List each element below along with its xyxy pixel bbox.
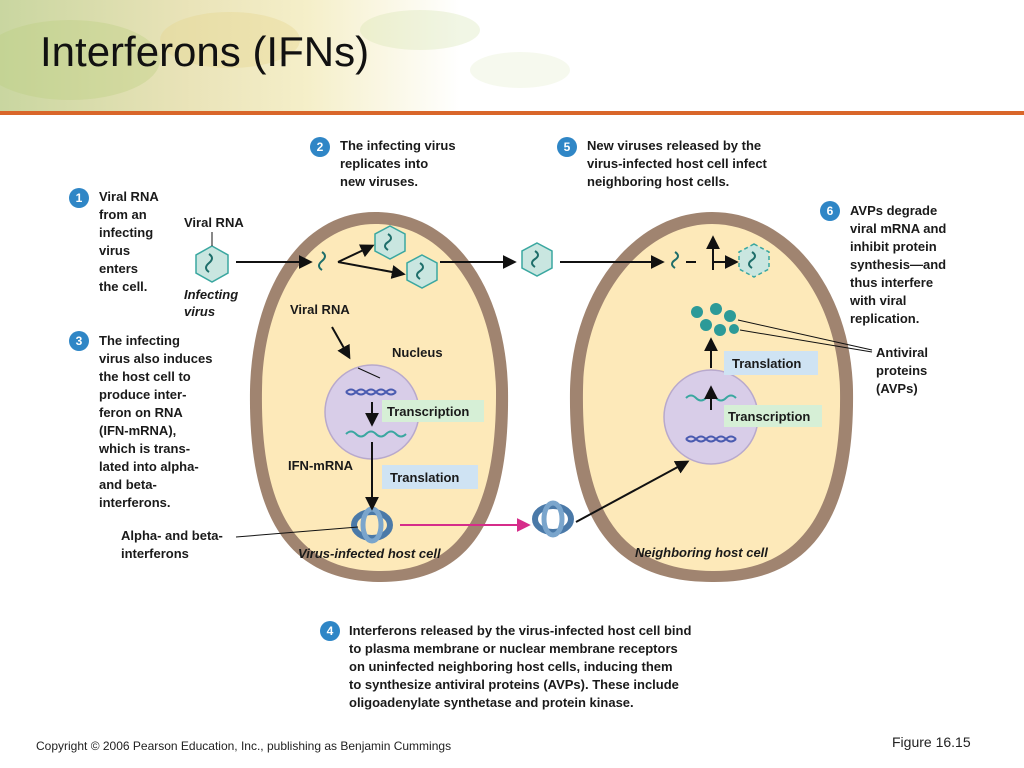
- svg-text:which is trans-: which is trans-: [98, 441, 190, 456]
- svg-text:to plasma membrane or nuclear: to plasma membrane or nuclear membrane r…: [349, 641, 678, 656]
- step-3-text: The infecting virus also induces the hos…: [98, 333, 212, 510]
- svg-text:interferons.: interferons.: [99, 495, 171, 510]
- svg-text:enters: enters: [99, 261, 138, 276]
- svg-text:New viruses released by the: New viruses released by the: [587, 138, 761, 153]
- svg-text:to synthesize antiviral protei: to synthesize antiviral proteins (AVPs).…: [349, 677, 679, 692]
- blocked-virus-icon: [738, 243, 770, 278]
- svg-text:5: 5: [564, 140, 571, 154]
- avp-dots-icon: [691, 303, 739, 336]
- svg-text:new viruses.: new viruses.: [340, 174, 418, 189]
- svg-text:The infecting: The infecting: [99, 333, 180, 348]
- interferon-diagram: 1 2 3 4 5 6 Viral RNA from an infecting …: [69, 137, 946, 710]
- avps-label-1: Antiviral: [876, 345, 928, 360]
- dna-right-icon: [685, 435, 737, 443]
- svg-text:with viral: with viral: [849, 293, 906, 308]
- svg-text:The infecting virus: The infecting virus: [340, 138, 456, 153]
- svg-text:and beta-: and beta-: [99, 477, 157, 492]
- translation-left-label: Translation: [390, 470, 459, 485]
- released-virus-icon: [521, 242, 553, 277]
- step-badge-4: 4: [320, 621, 340, 641]
- svg-text:from an: from an: [99, 207, 147, 222]
- viral-rna-cell-icon: [318, 251, 326, 271]
- step-2-text: The infecting virus replicates into new …: [340, 138, 456, 189]
- svg-text:the host cell to: the host cell to: [99, 369, 191, 384]
- step-badge-6: 6: [820, 201, 840, 221]
- infecting-virus-icon: [195, 245, 229, 283]
- svg-text:replication.: replication.: [850, 311, 919, 326]
- translation-right-label: Translation: [732, 356, 801, 371]
- step-badge-2: 2: [310, 137, 330, 157]
- header-texture: [0, 10, 570, 100]
- viral-rna-top-label: Viral RNA: [184, 215, 244, 230]
- svg-text:thus interfere: thus interfere: [850, 275, 933, 290]
- step-badge-5: 5: [557, 137, 577, 157]
- translation-right-box: [724, 351, 818, 375]
- alpha-beta-label-2: interferons: [121, 546, 189, 561]
- infected-cell-label: Virus-infected host cell: [298, 546, 441, 561]
- svg-text:oligoadenylate synthetase and: oligoadenylate synthetase and protein ki…: [349, 695, 634, 710]
- transcription-left-label: Transcription: [387, 404, 469, 419]
- step-1-text: Viral RNA from an infecting virus enters…: [99, 189, 159, 294]
- svg-text:6: 6: [827, 204, 834, 218]
- header-background: [0, 0, 1024, 112]
- svg-text:virus also induces: virus also induces: [99, 351, 212, 366]
- dna-left-icon: [345, 388, 397, 396]
- svg-text:replicates into: replicates into: [340, 156, 428, 171]
- figure-number: Figure 16.15: [892, 734, 971, 750]
- svg-text:infecting: infecting: [99, 225, 153, 240]
- viral-rna-cell-label: Viral RNA: [290, 302, 350, 317]
- svg-text:produce inter-: produce inter-: [99, 387, 186, 402]
- copyright-text: Copyright © 2006 Pearson Education, Inc.…: [36, 739, 452, 753]
- transcription-right-box: [724, 405, 822, 427]
- svg-text:(IFN-mRNA),: (IFN-mRNA),: [99, 423, 176, 438]
- new-virus-1-icon: [374, 225, 406, 260]
- svg-text:virus: virus: [99, 243, 130, 258]
- avps-label-3: (AVPs): [876, 381, 918, 396]
- svg-text:1: 1: [76, 191, 83, 205]
- page-title: Interferons (IFNs): [40, 28, 370, 75]
- svg-text:Viral RNA: Viral RNA: [99, 189, 159, 204]
- avps-label-2: proteins: [876, 363, 927, 378]
- transcription-right-label: Transcription: [728, 409, 810, 424]
- infecting-virus-label-1: Infecting: [184, 287, 238, 302]
- svg-text:on uninfected neighboring host: on uninfected neighboring host cells, in…: [349, 659, 673, 674]
- step-5-text: New viruses released by the virus-infect…: [587, 138, 768, 189]
- step-badge-3: 3: [69, 331, 89, 351]
- degraded-rna-icon: [671, 251, 679, 269]
- svg-text:viral mRNA and: viral mRNA and: [850, 221, 946, 236]
- svg-text:inhibit protein: inhibit protein: [850, 239, 937, 254]
- ifn-mrna-label: IFN-mRNA: [288, 458, 354, 473]
- neighbor-cell-label: Neighboring host cell: [635, 545, 768, 560]
- svg-text:lated into alpha-: lated into alpha-: [99, 459, 199, 474]
- svg-text:feron on RNA: feron on RNA: [99, 405, 183, 420]
- svg-text:virus-infected host cell infec: virus-infected host cell infect: [587, 156, 768, 171]
- svg-text:3: 3: [76, 334, 83, 348]
- svg-text:AVPs degrade: AVPs degrade: [850, 203, 937, 218]
- new-virus-2-icon: [406, 254, 438, 289]
- step-6-text: AVPs degrade viral mRNA and inhibit prot…: [849, 203, 946, 326]
- interferon-right-icon: [532, 500, 574, 538]
- svg-text:the cell.: the cell.: [99, 279, 147, 294]
- step-badge-1: 1: [69, 188, 89, 208]
- svg-text:4: 4: [327, 624, 334, 638]
- svg-text:synthesis—and: synthesis—and: [850, 257, 946, 272]
- step-4-text: Interferons released by the virus-infect…: [349, 623, 691, 710]
- leader-lines: [211, 232, 873, 538]
- svg-text:2: 2: [317, 140, 324, 154]
- title-rule: [0, 111, 1024, 115]
- svg-text:neighboring host cells.: neighboring host cells.: [587, 174, 729, 189]
- ifn-mrna-left-icon: [345, 430, 407, 438]
- infecting-virus-label-2: virus: [184, 304, 215, 319]
- nucleus-label: Nucleus: [392, 345, 443, 360]
- transcription-left-box: [382, 400, 484, 422]
- alpha-beta-label-1: Alpha- and beta-: [121, 528, 223, 543]
- flow-arrows: [236, 235, 739, 523]
- translation-left-box: [382, 465, 478, 489]
- svg-text:Interferons released by the vi: Interferons released by the virus-infect…: [349, 623, 691, 638]
